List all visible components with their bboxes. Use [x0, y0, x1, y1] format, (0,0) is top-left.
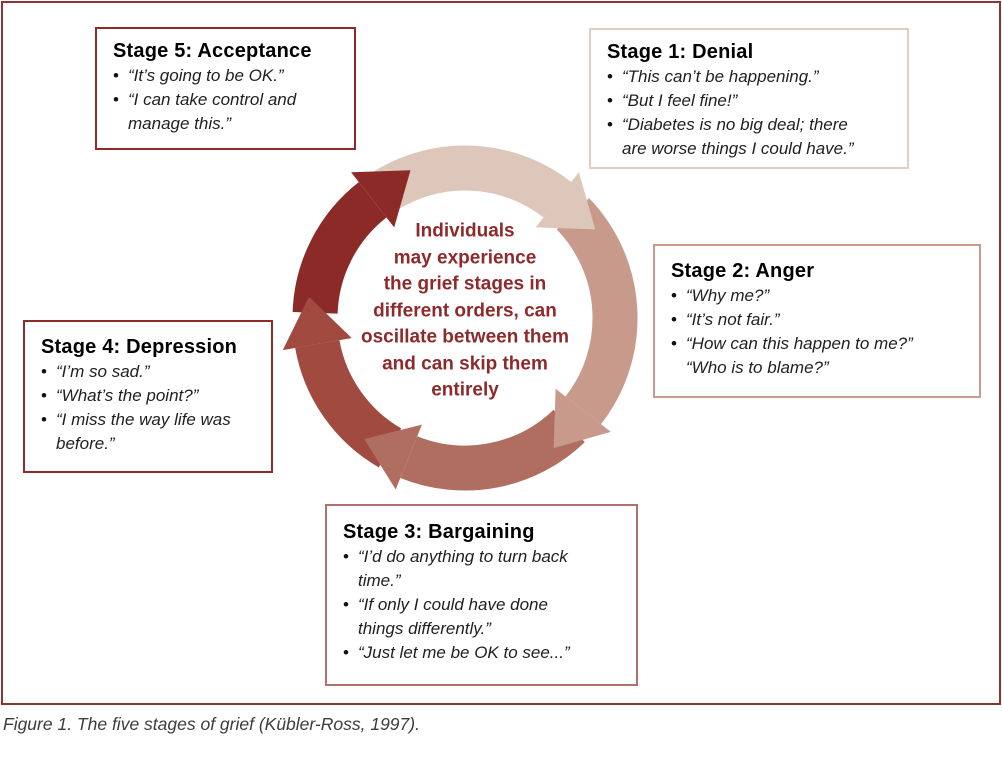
stage-quote-line: “Who is to blame?”	[686, 358, 829, 377]
stage-quote-line: “It’s not fair.”	[671, 308, 967, 332]
stage-box-depression: Stage 4: Depression “I’m so sad.” “What’…	[23, 320, 273, 473]
stage-quote-line: are worse things I could have.”	[622, 139, 854, 158]
stage-title: Stage 1: Denial	[607, 41, 754, 63]
stage-quote-line: “I can take control and	[113, 88, 342, 112]
stage-quote-line: “How can this happen to me?”	[671, 332, 967, 356]
stage-box-denial: Stage 1: Denial “This can’t be happening…	[589, 28, 909, 169]
stage-title: Stage 4: Depression	[41, 336, 238, 358]
stage-quote-line: things differently.”	[358, 619, 491, 638]
stage-quote-line: “I’m so sad.”	[41, 360, 259, 384]
stage-title: Stage 3: Bargaining	[343, 521, 535, 543]
stage-quote-line: “Just let me be OK to see...”	[343, 641, 624, 665]
center-note-line: oscillate between them	[360, 326, 569, 348]
center-note-line: the grief stages in	[383, 273, 547, 295]
center-note-line: entirely	[431, 379, 499, 401]
stage-box-bargaining: Stage 3: Bargaining “I’d do anything to …	[325, 504, 638, 686]
stage-title: Stage 2: Anger	[671, 260, 815, 282]
stage-quote-line: “It’s going to be OK.”	[113, 64, 342, 88]
stage-quote-line: time.”	[358, 571, 401, 590]
stage-quote-line: “Why me?”	[671, 284, 967, 308]
cycle-center-note: Individuals may experience the grief sta…	[315, 218, 615, 404]
figure-caption: Figure 1. The five stages of grief (Kübl…	[3, 714, 420, 734]
stage-quote-line: “Diabetes is no big deal; there	[607, 113, 895, 137]
stage-quote-line: before.”	[56, 434, 115, 453]
stage-quote-line: “But I feel fine!”	[607, 89, 895, 113]
stage-quote-line: “If only I could have done	[343, 593, 624, 617]
stage-box-acceptance: Stage 5: Acceptance “It’s going to be OK…	[95, 27, 356, 150]
stage-quote-line: “This can’t be happening.”	[607, 65, 895, 89]
center-note-line: Individuals	[415, 220, 515, 242]
stage-title: Stage 5: Acceptance	[113, 40, 312, 62]
stage-quote-line: “I’d do anything to turn back	[343, 545, 624, 569]
stage-quote-line: manage this.”	[128, 114, 231, 133]
center-note-line: and can skip them	[382, 352, 548, 374]
stage-quote-line: “I miss the way life was	[41, 408, 259, 432]
center-note-line: may experience	[393, 246, 537, 268]
center-note-line: different orders, can	[373, 299, 557, 321]
stage-quote-line: “What’s the point?”	[41, 384, 259, 408]
stage-box-anger: Stage 2: Anger “Why me?” “It’s not fair.…	[653, 244, 981, 398]
